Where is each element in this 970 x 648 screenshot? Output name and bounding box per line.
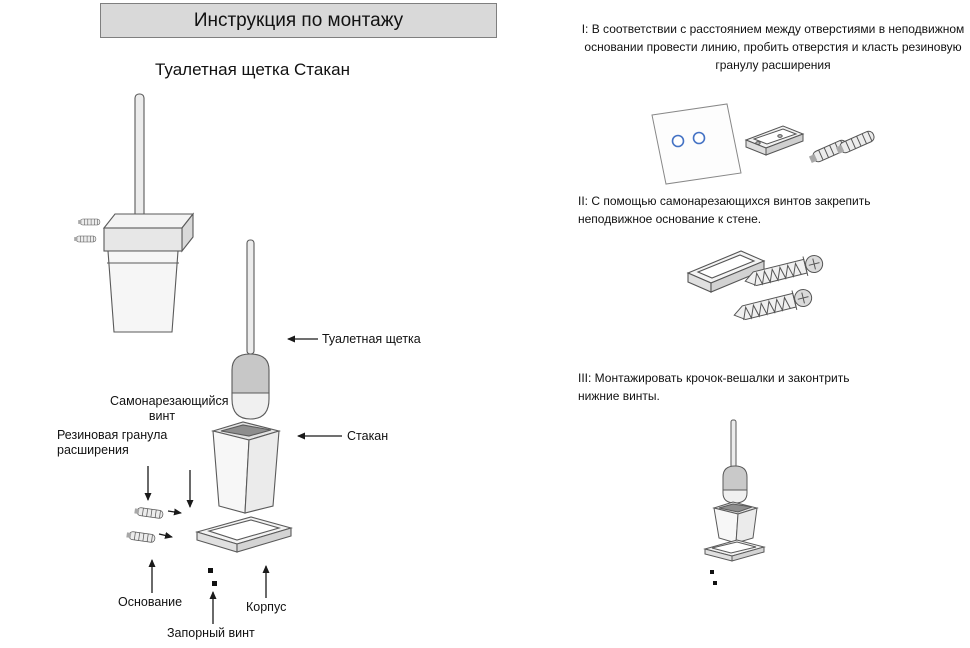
mini-locking-screw-dot: [710, 570, 714, 574]
mini-brush-head: [722, 465, 748, 491]
mini-frame-hole: [711, 541, 757, 554]
frame-hole: [207, 519, 282, 541]
arrow-insert-1: [167, 508, 182, 516]
brush-bristles: [231, 392, 270, 420]
wall-pin-icon: [73, 218, 101, 243]
label-self-tapping-screw: Самонарезающийся винт: [110, 394, 229, 423]
locking-screw-dot: [208, 568, 213, 573]
rubber-granule-icon: [125, 530, 156, 544]
brush-head: [231, 353, 270, 394]
frame-edge-right: [236, 527, 292, 553]
brush-handle: [134, 93, 145, 219]
mini-locking-screw-dot: [713, 581, 717, 585]
step-3-text: III: Монтажировать крочок-вешалки и зако…: [578, 371, 850, 403]
label-cup: Стакан: [347, 429, 389, 443]
bracket-top: [102, 213, 195, 229]
cup-face-right: [244, 430, 280, 514]
step-1-text: I: В соответствии с расстоянием между от…: [581, 22, 965, 72]
brush-stem: [246, 239, 255, 355]
base-bracket: [744, 125, 805, 156]
bracket-front: [103, 227, 183, 252]
mini-brush-bristles: [722, 489, 748, 504]
mini-frame-edge-right: [731, 546, 765, 562]
label-arrows: [144, 335, 342, 624]
label-locking-screw: Запорный винт: [167, 626, 255, 640]
label-body: Корпус: [246, 600, 287, 614]
cup-opening: [220, 424, 272, 437]
mini-cup-opening: [718, 503, 753, 513]
locking-screw-dot: [212, 581, 217, 586]
drill-hole: [671, 134, 685, 148]
self-tapping-screw-icon: [133, 506, 164, 520]
arrow-insert-2: [158, 532, 173, 539]
step2-illustration: [686, 250, 826, 326]
step3-illustration: [703, 419, 766, 585]
label-rubber-granule: Резиновая гранула расширения: [57, 428, 168, 457]
step1-illustration: [651, 103, 877, 185]
step-2-text: II: С помощью самонарезающихся винтов за…: [578, 194, 871, 226]
page-title: Инструкция по монтажу: [193, 9, 404, 31]
mini-cup-face-right: [735, 507, 758, 544]
wall-plate: [651, 103, 742, 185]
product-name: Туалетная щетка Стакан: [154, 60, 350, 79]
cup-body: [107, 250, 179, 333]
base-frame: [686, 250, 766, 293]
exploded-view-drawing: [125, 239, 294, 586]
cup-face-left: [212, 430, 250, 514]
drill-hole: [692, 131, 706, 145]
mini-brush-stem: [730, 419, 737, 471]
expansion-plug-icon: [807, 129, 877, 166]
label-toilet-brush: Туалетная щетка: [322, 332, 421, 346]
mini-cup-face-left: [713, 507, 739, 544]
assembled-product-drawing: [73, 93, 195, 333]
label-base: Основание: [118, 595, 183, 609]
title-bar: Инструкция по монтажу: [100, 3, 497, 38]
